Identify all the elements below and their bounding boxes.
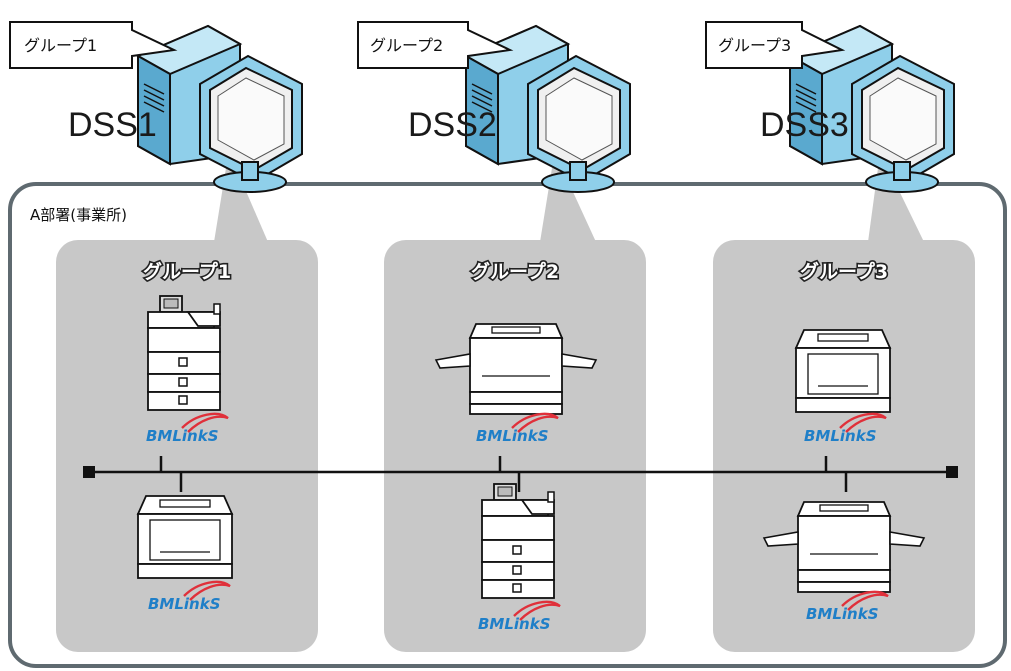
bmlinks-logo: BMLinkS [476,412,560,445]
callout-box-1 [9,21,178,69]
laser-printer-icon [795,329,891,413]
server-name-2: DSS2 [408,106,497,144]
bmlinks-logo: BMLinkS [146,412,230,445]
server-name-1: DSS1 [68,106,157,144]
bmlinks-logo: BMLinkS [806,590,890,623]
server-dss2: グループ2 DSS2 [357,21,631,193]
svg-text:BMLinkS: BMLinkS [476,427,549,445]
laser-printer-icon [137,495,233,579]
server-dss3: グループ3 DSS3 [705,21,955,193]
callout-text-1: グループ1 [24,36,97,55]
bmlinks-logo: BMLinkS [148,580,232,613]
callout-text-3: グループ3 [718,36,791,55]
network-line [83,456,958,492]
group-label-1: グループ1 [143,260,231,283]
callout-text-2: グループ2 [370,36,443,55]
callout-box-2 [357,21,514,69]
server-name-3: DSS3 [760,106,849,144]
group-label-3: グループ3 [800,260,888,283]
svg-text:BMLinkS: BMLinkS [804,427,877,445]
server-dss1: グループ1 DSS1 [9,21,303,193]
bmlinks-logo: BMLinkS [804,412,888,445]
group-label-2: グループ2 [471,260,559,283]
svg-text:BMLinkS: BMLinkS [806,605,879,623]
multifunction-printer-icon [481,483,555,599]
department-label: A部署(事業所) [30,206,127,224]
svg-text:BMLinkS: BMLinkS [148,595,221,613]
bmlinks-logo: BMLinkS [478,600,562,633]
callout-box-3 [705,21,846,69]
svg-text:BMLinkS: BMLinkS [478,615,551,633]
multifunction-printer-icon [147,295,221,411]
svg-text:BMLinkS: BMLinkS [146,427,219,445]
